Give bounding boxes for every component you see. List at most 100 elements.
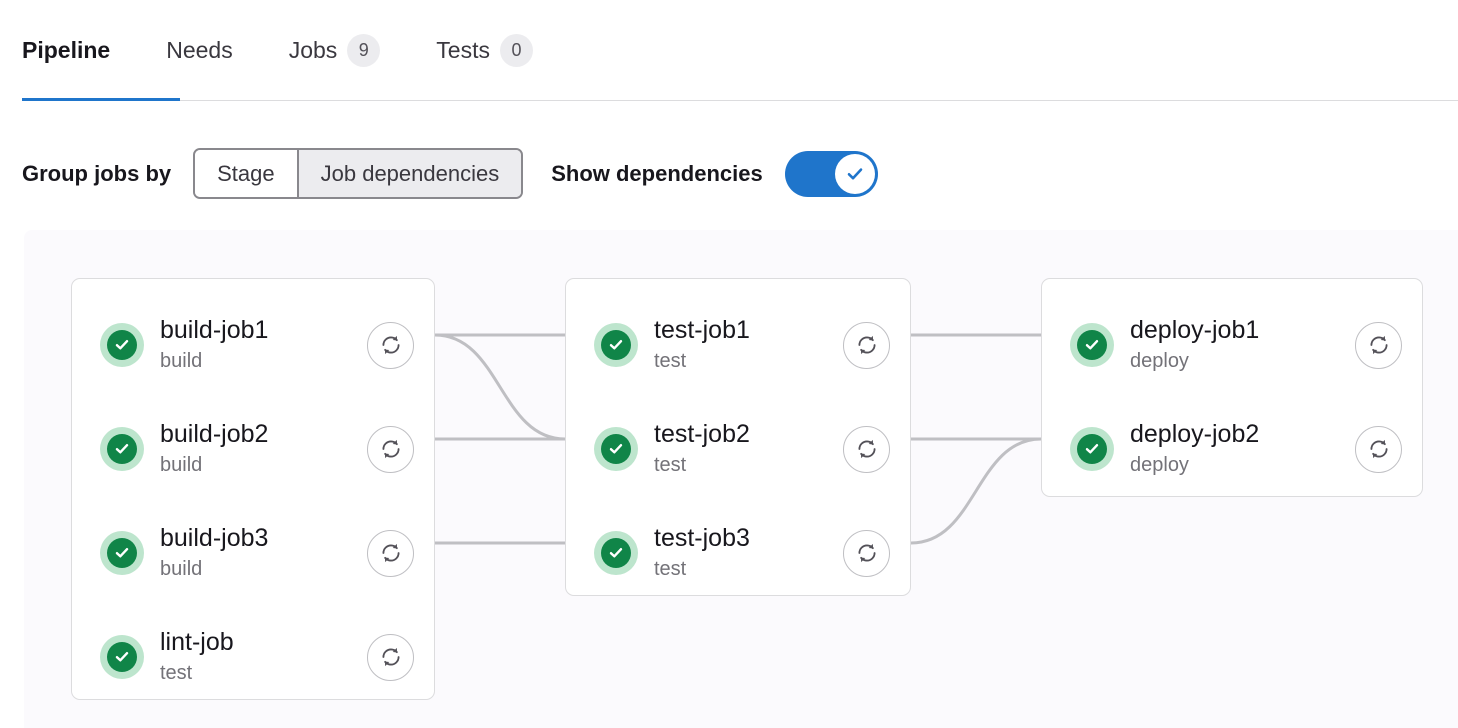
job-stage-label: test — [160, 661, 193, 684]
retry-job-button[interactable] — [843, 321, 890, 369]
job-stage-label: deploy — [1130, 453, 1189, 476]
check-icon — [609, 340, 623, 350]
status-success-icon — [594, 531, 638, 575]
group-jobs-by-label: Group jobs by — [22, 160, 172, 186]
status-inner-circle — [601, 330, 631, 360]
connector-build-job1-to-test-job2 — [434, 333, 566, 441]
check-icon — [115, 548, 129, 558]
job-name[interactable]: test-job2 — [654, 420, 750, 449]
retry-job-button[interactable] — [367, 529, 414, 577]
job-name[interactable]: test-job1 — [654, 316, 750, 345]
job-name[interactable]: build-job3 — [160, 524, 269, 553]
job-row[interactable]: build-job3 build — [72, 501, 434, 605]
status-success-icon — [100, 323, 144, 367]
job-name[interactable]: deploy-job1 — [1130, 316, 1260, 345]
tabbar-divider — [22, 100, 1458, 101]
tab-label: Needs — [166, 37, 233, 63]
job-row[interactable]: deploy-job2 deploy — [1042, 397, 1422, 501]
status-inner-circle — [107, 434, 137, 464]
tab-needs[interactable]: Needs — [138, 0, 260, 101]
retry-job-button[interactable] — [843, 529, 890, 577]
job-text: build-job2 build — [160, 420, 367, 478]
segment-option-job-dependencies[interactable]: Job dependencies — [296, 150, 522, 197]
check-icon — [115, 444, 129, 454]
job-stage-label: deploy — [1130, 349, 1189, 372]
connector-test-job3-to-deploy-job2 — [910, 437, 1042, 545]
active-tab-indicator — [22, 98, 180, 101]
retry-job-button[interactable] — [367, 425, 414, 473]
job-row[interactable]: deploy-job1 deploy — [1042, 293, 1422, 397]
job-row[interactable]: build-job1 build — [72, 293, 434, 397]
job-text: build-job1 build — [160, 316, 367, 374]
retry-icon — [857, 439, 876, 459]
tab-count-badge: 9 — [347, 34, 381, 67]
status-success-icon — [1070, 323, 1114, 367]
job-name[interactable]: lint-job — [160, 628, 234, 657]
tab-count-badge: 0 — [499, 34, 533, 67]
check-icon — [1085, 340, 1099, 350]
status-success-icon — [594, 427, 638, 471]
status-inner-circle — [601, 434, 631, 464]
status-success-icon — [594, 323, 638, 367]
job-name[interactable]: deploy-job2 — [1130, 420, 1260, 449]
tab-pipeline[interactable]: Pipeline — [22, 0, 138, 101]
job-row[interactable]: lint-job test — [72, 605, 434, 709]
job-name[interactable]: build-job1 — [160, 316, 269, 345]
job-stage-label: test — [654, 557, 687, 580]
job-stage-label: build — [160, 349, 203, 372]
show-dependencies-toggle[interactable] — [784, 150, 878, 197]
retry-job-button[interactable] — [1355, 321, 1402, 369]
job-row[interactable]: test-job2 test — [566, 397, 910, 501]
job-row[interactable]: test-job3 test — [566, 501, 910, 605]
retry-job-button[interactable] — [1355, 425, 1402, 473]
check-icon — [609, 444, 623, 454]
job-stage-label: build — [160, 453, 203, 476]
retry-icon — [1369, 335, 1388, 355]
job-row[interactable]: build-job2 build — [72, 397, 434, 501]
status-inner-circle — [107, 538, 137, 568]
job-stage-label: build — [160, 557, 203, 580]
tab-jobs[interactable]: Jobs 9 — [261, 0, 409, 101]
check-icon — [847, 167, 863, 179]
status-success-icon — [100, 531, 144, 575]
status-inner-circle — [107, 330, 137, 360]
job-name[interactable]: test-job3 — [654, 524, 750, 553]
retry-icon — [381, 543, 400, 563]
toggle-knob — [834, 153, 875, 194]
status-inner-circle — [1077, 330, 1107, 360]
tab-label: Jobs — [288, 37, 338, 63]
retry-job-button[interactable] — [843, 425, 890, 473]
check-icon — [115, 652, 129, 662]
show-dependencies-label: Show dependencies — [551, 160, 763, 186]
retry-icon — [381, 439, 400, 459]
status-success-icon — [100, 427, 144, 471]
status-success-icon — [100, 635, 144, 679]
status-success-icon — [1070, 427, 1114, 471]
check-icon — [609, 548, 623, 558]
job-text: test-job3 test — [654, 524, 843, 582]
status-inner-circle — [1077, 434, 1107, 464]
segment-option-stage[interactable]: Stage — [195, 150, 297, 197]
job-text: lint-job test — [160, 628, 367, 686]
job-text: build-job3 build — [160, 524, 367, 582]
retry-job-button[interactable] — [367, 633, 414, 681]
retry-job-button[interactable] — [367, 321, 414, 369]
retry-icon — [857, 543, 876, 563]
retry-icon — [857, 335, 876, 355]
job-text: deploy-job2 deploy — [1130, 420, 1355, 478]
retry-icon — [381, 647, 400, 667]
job-stage-label: test — [654, 453, 687, 476]
tab-label: Pipeline — [22, 37, 111, 63]
job-name[interactable]: build-job2 — [160, 420, 269, 449]
